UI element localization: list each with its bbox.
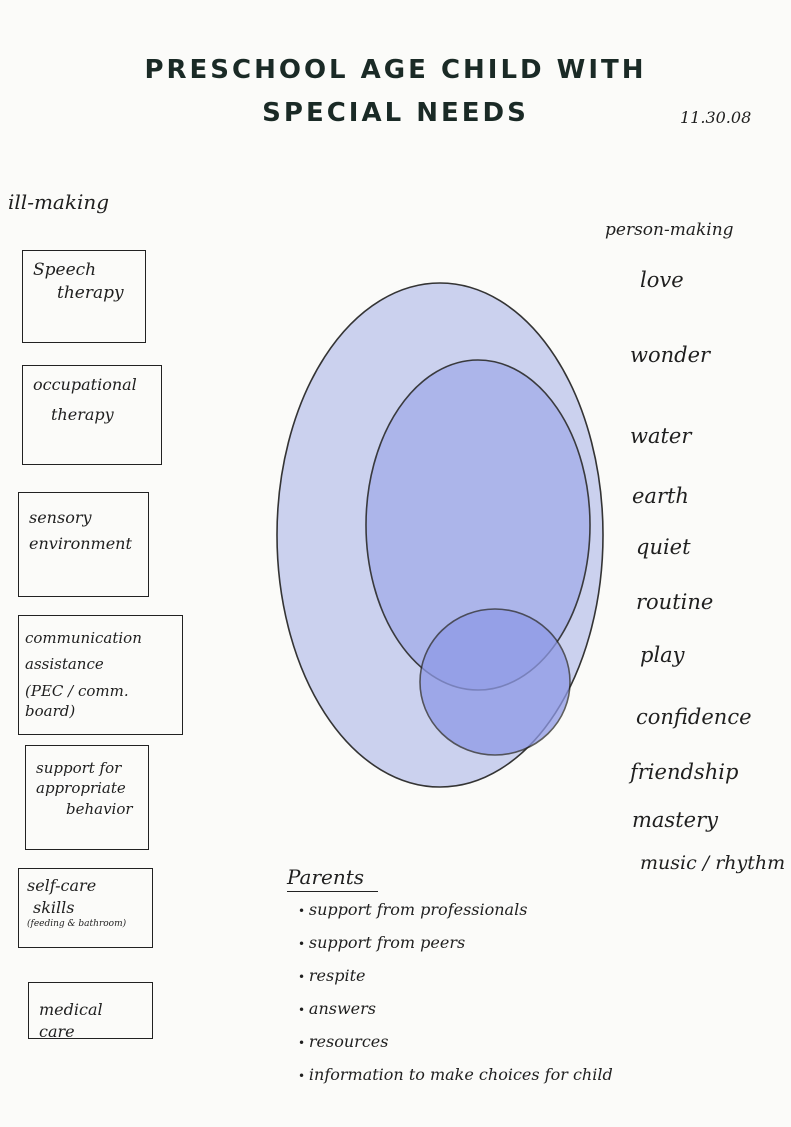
box-line: appropriate [36, 779, 126, 798]
parents-title: Parents [287, 865, 379, 892]
box-line: (PEC / comm. board) [25, 681, 129, 720]
parents-list: support from professionals support from … [298, 900, 613, 1098]
right-column-header: person-making [605, 220, 734, 240]
left-column-header: ill-making [8, 190, 110, 214]
box-line: support for [36, 759, 122, 777]
box-line: Speech [33, 260, 97, 280]
list-item: respite [298, 966, 613, 999]
word-item: mastery [632, 808, 718, 832]
title-line-1: PRESCHOOL AGE CHILD WITH [144, 55, 647, 85]
word-item: music / rhythm [640, 852, 786, 874]
word-item: routine [636, 590, 714, 614]
box-medical-care: medical care [28, 982, 153, 1041]
word-item: love [640, 268, 684, 292]
date-label: 11.30.08 [680, 108, 752, 127]
list-item: support from peers [298, 933, 613, 966]
box-line: assistance [25, 655, 104, 674]
box-line: medical care [39, 1000, 103, 1041]
box-self-care-skills: self-care skills (feeding & bathroom) [18, 868, 153, 948]
word-item: wonder [630, 343, 711, 367]
box-occupational-therapy: occupational therapy [22, 365, 162, 465]
box-line: therapy [51, 404, 114, 424]
word-item: friendship [630, 760, 739, 784]
word-item: play [640, 643, 685, 667]
inner-ellipse [419, 608, 571, 756]
box-line: communication [25, 629, 142, 647]
word-item: confidence [636, 705, 752, 729]
box-line: therapy [57, 282, 124, 303]
list-item: answers [298, 999, 613, 1032]
word-item: quiet [636, 535, 691, 559]
word-item: water [630, 424, 692, 448]
box-line: self-care [27, 876, 97, 895]
box-sensory-environment: sensory environment [18, 492, 149, 597]
list-item: information to make choices for child [298, 1065, 613, 1098]
box-line: sensory [29, 508, 92, 527]
list-item: support from professionals [298, 900, 613, 933]
box-speech-therapy: Speech therapy [22, 250, 146, 343]
box-line: occupational [33, 375, 137, 394]
box-line: environment [29, 533, 132, 553]
box-line: skills [33, 897, 75, 917]
title-line-2: SPECIAL NEEDS [262, 98, 529, 128]
box-line: behavior [66, 799, 133, 818]
list-item: resources [298, 1032, 613, 1065]
word-item: earth [632, 484, 689, 508]
box-support-appropriate-behavior: support for appropriate behavior [25, 745, 149, 850]
box-note: (feeding & bathroom) [27, 919, 127, 930]
box-communication-assistance: communication assistance (PEC / comm. bo… [18, 615, 183, 735]
